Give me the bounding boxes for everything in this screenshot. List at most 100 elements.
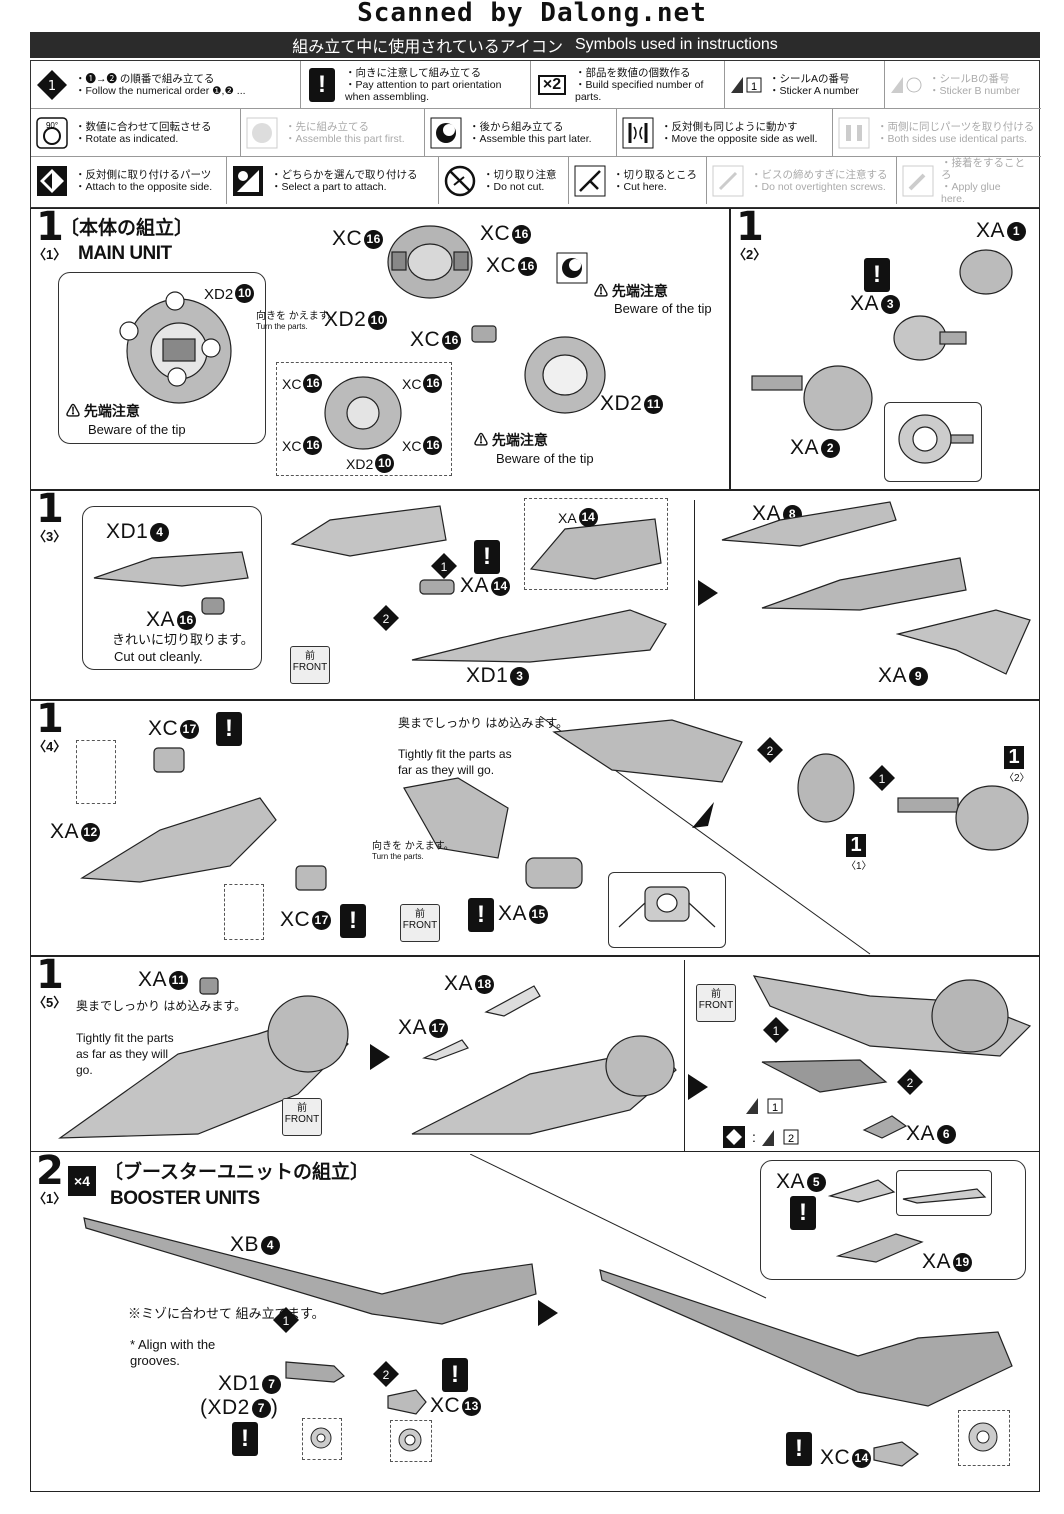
symbol-select: ・どちらかを選んで取り付ける・Select a part to attach. xyxy=(227,157,439,204)
xb4-drawing xyxy=(83,1217,537,1325)
step-1-5-divider xyxy=(684,960,685,1152)
tip-detail-box xyxy=(58,272,266,444)
symbol-sticker-b: ・シールBの番号・Sticker B number xyxy=(885,61,1041,108)
step-1-3-body-drawing xyxy=(290,505,447,557)
xa15-drawing xyxy=(525,857,583,889)
step-1-3-order-1: 1 xyxy=(430,552,458,585)
step-1-2-number: 1 xyxy=(736,204,764,250)
cut-detail-box xyxy=(82,506,262,670)
xa15-detail-box xyxy=(608,872,726,948)
sticker-a-icon: 1 xyxy=(729,68,763,102)
opposite-attach-icon xyxy=(35,164,69,198)
xa14-detail-drawing xyxy=(529,518,662,580)
sticker-part-drawing xyxy=(761,1059,888,1093)
later-marker-icon xyxy=(556,252,588,289)
symbol-orientation-en: ・Pay attention to part orientation when … xyxy=(345,78,502,103)
svg-text:1: 1 xyxy=(48,79,56,94)
xd2-11-ring-drawing xyxy=(524,336,606,414)
step-1-5-warn: ! xyxy=(790,1196,816,1230)
symbol-rotate-ja: ・数値に合わせて回転させる xyxy=(75,120,212,133)
arrow-up-right-icon xyxy=(692,802,714,828)
sticker-a-1: 1 xyxy=(744,1096,788,1121)
step-1-4-order-1: 1 xyxy=(868,764,896,797)
arrow-right-icon-3 xyxy=(688,1074,708,1100)
svg-text:2: 2 xyxy=(767,744,774,758)
svg-text:2: 2 xyxy=(383,612,390,626)
xc14-drawing xyxy=(873,1441,919,1467)
step-1-4-warn-b: ! xyxy=(340,904,366,938)
glue-icon xyxy=(901,164,935,198)
tip-warning-ja: ⚠ 先端注意 xyxy=(66,403,140,419)
xc13-end-view xyxy=(390,1420,432,1462)
opposite-move-icon xyxy=(621,116,655,150)
xc13-drawing xyxy=(387,1389,427,1415)
symbol-multiply-ja: ・部品を数値の個数作る xyxy=(575,66,691,79)
xc-dome-drawing xyxy=(387,225,473,299)
no-cut-icon xyxy=(443,164,477,198)
xc17-detail-box-top xyxy=(76,740,116,804)
xd2-assembly-dashed-box xyxy=(276,362,452,476)
both-sides-icon xyxy=(837,116,871,150)
xa5-drawing xyxy=(828,1179,896,1203)
step-1-4-warn-c: ! xyxy=(468,898,494,932)
symbol-glue-ja: ・接着をすることろ xyxy=(941,156,1025,181)
symbol-multiply-en: ・Build specified number of parts. xyxy=(575,78,704,103)
step-1-5-assembled-drawing xyxy=(411,1035,677,1135)
step-2-multiplier: ×4 xyxy=(68,1166,96,1196)
step-2-warn-a: ! xyxy=(232,1422,258,1456)
xa16-drawing xyxy=(201,597,225,615)
xa11-drawing xyxy=(199,977,219,995)
symbol-first-ja: ・先に組み立てる xyxy=(285,120,369,133)
symbol-select-en: ・Select a part to attach. xyxy=(271,180,387,193)
step-1-4-warn-a: ! xyxy=(216,712,242,746)
symbol-opposite-move-en: ・Move the opposite side as well. xyxy=(661,132,818,145)
symbol-cut-ja: ・切り取るところ xyxy=(613,168,697,181)
symbol-sticker-a-en: ・Sticker A number xyxy=(769,84,859,97)
svg-text::: : xyxy=(752,1129,756,1145)
turn-parts-note: 向きを かえます。Turn the parts. xyxy=(256,311,338,332)
svg-text:2: 2 xyxy=(383,1368,390,1382)
fit-note-en-4: Tightly fit the parts as far as they wil… xyxy=(398,747,512,777)
ref-step-1-1: 1〈1〉 xyxy=(846,834,872,872)
arrow-right-icon-4 xyxy=(538,1300,558,1326)
booster-assembled-drawing xyxy=(599,1269,1013,1407)
symbol-no-cut-en: ・Do not cut. xyxy=(483,180,545,193)
later-icon xyxy=(429,116,463,150)
xc17-bottom-drawing xyxy=(295,865,327,891)
ref-step-1-2: 1〈2〉 xyxy=(1004,746,1030,784)
xc17-detail-box-bottom xyxy=(224,884,264,940)
xa5-orientation-box xyxy=(896,1170,992,1216)
step-1-4-order-2: 2 xyxy=(756,736,784,769)
symbol-no-cut: ・切り取り注意・Do not cut. xyxy=(439,157,569,204)
step-2-warn-c: ! xyxy=(786,1432,812,1466)
tip-warning-en: Beware of the tip xyxy=(88,422,186,437)
order-icon: 1 xyxy=(35,68,69,102)
step-1-title-en: MAIN UNIT xyxy=(78,243,172,264)
symbol-screw: ・ビスの締めすぎに注意する・Do not overtighten screws. xyxy=(707,157,897,204)
step-2-title-en: BOOSTER UNITS xyxy=(110,1188,260,1209)
tip-warning-ja-3: ⚠ 先端注意 xyxy=(474,432,548,448)
symbol-cut-en: ・Cut here. xyxy=(613,180,667,193)
multiply-icon: ×2 xyxy=(535,68,569,102)
symbol-cut: ・切り取るところ・Cut here. xyxy=(569,157,707,204)
